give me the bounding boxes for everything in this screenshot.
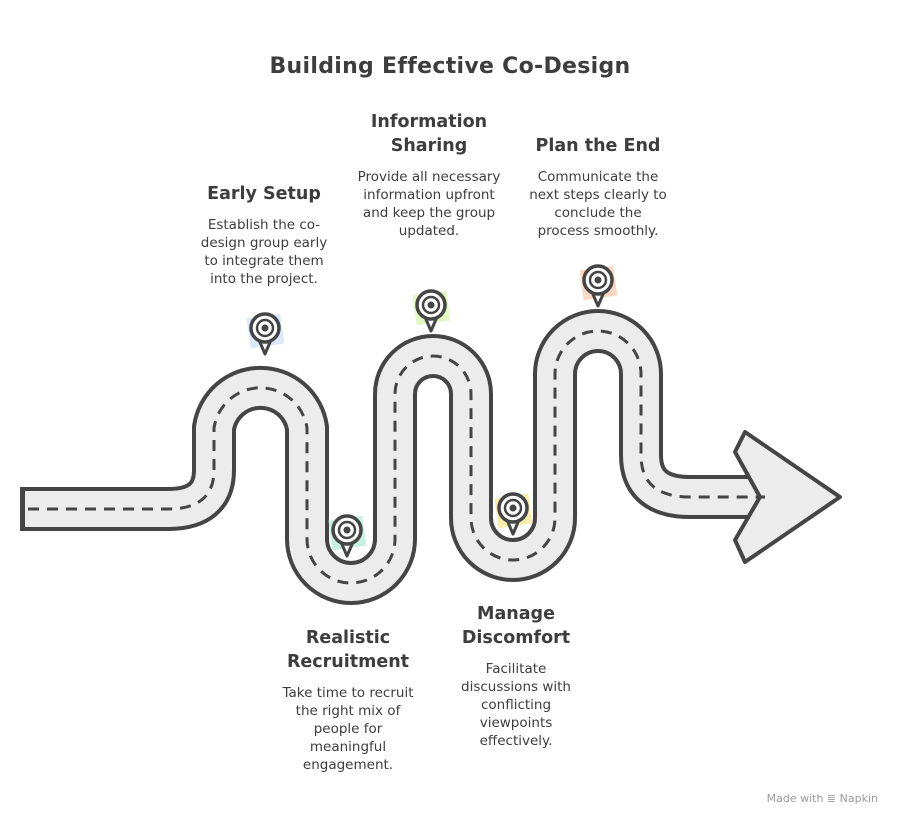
step-early-setup: Early Setup Establish the co-design grou…: [179, 182, 349, 288]
napkin-watermark: Made with ≣ Napkin: [766, 792, 878, 805]
step-description: Establish the co-design group early to i…: [200, 217, 328, 287]
step-description: Take time to recruit the right mix of pe…: [282, 685, 414, 773]
location-pin-icon: [412, 289, 451, 333]
location-pin-icon: [494, 492, 533, 536]
diagram-title: Building Effective Co-Design: [269, 54, 631, 79]
step-description: Provide all necessary information upfron…: [357, 169, 501, 239]
location-pin-icon: [328, 514, 367, 558]
arrow-head: [733, 430, 842, 564]
location-pin-icon: [246, 312, 285, 356]
step-description: Facilitate discussions with conflicting …: [461, 661, 571, 749]
step-information-sharing: Information Sharing Provide all necessar…: [344, 110, 514, 240]
step-title: Information Sharing: [370, 112, 488, 156]
step-title: Manage Discomfort: [461, 604, 571, 648]
step-manage-discomfort: Manage Discomfort Facilitate discussions…: [431, 602, 601, 750]
step-title: Plan the End: [535, 136, 661, 156]
step-realistic-recruitment: Realistic Recruitment Take time to recru…: [263, 626, 433, 774]
location-pin-icon: [579, 264, 618, 308]
step-description: Communicate the next steps clearly to co…: [529, 169, 667, 239]
step-title: Realistic Recruitment: [286, 628, 410, 672]
step-plan-the-end: Plan the End Communicate the next steps …: [513, 134, 683, 240]
step-title: Early Setup: [207, 184, 321, 204]
road: [20, 309, 842, 605]
